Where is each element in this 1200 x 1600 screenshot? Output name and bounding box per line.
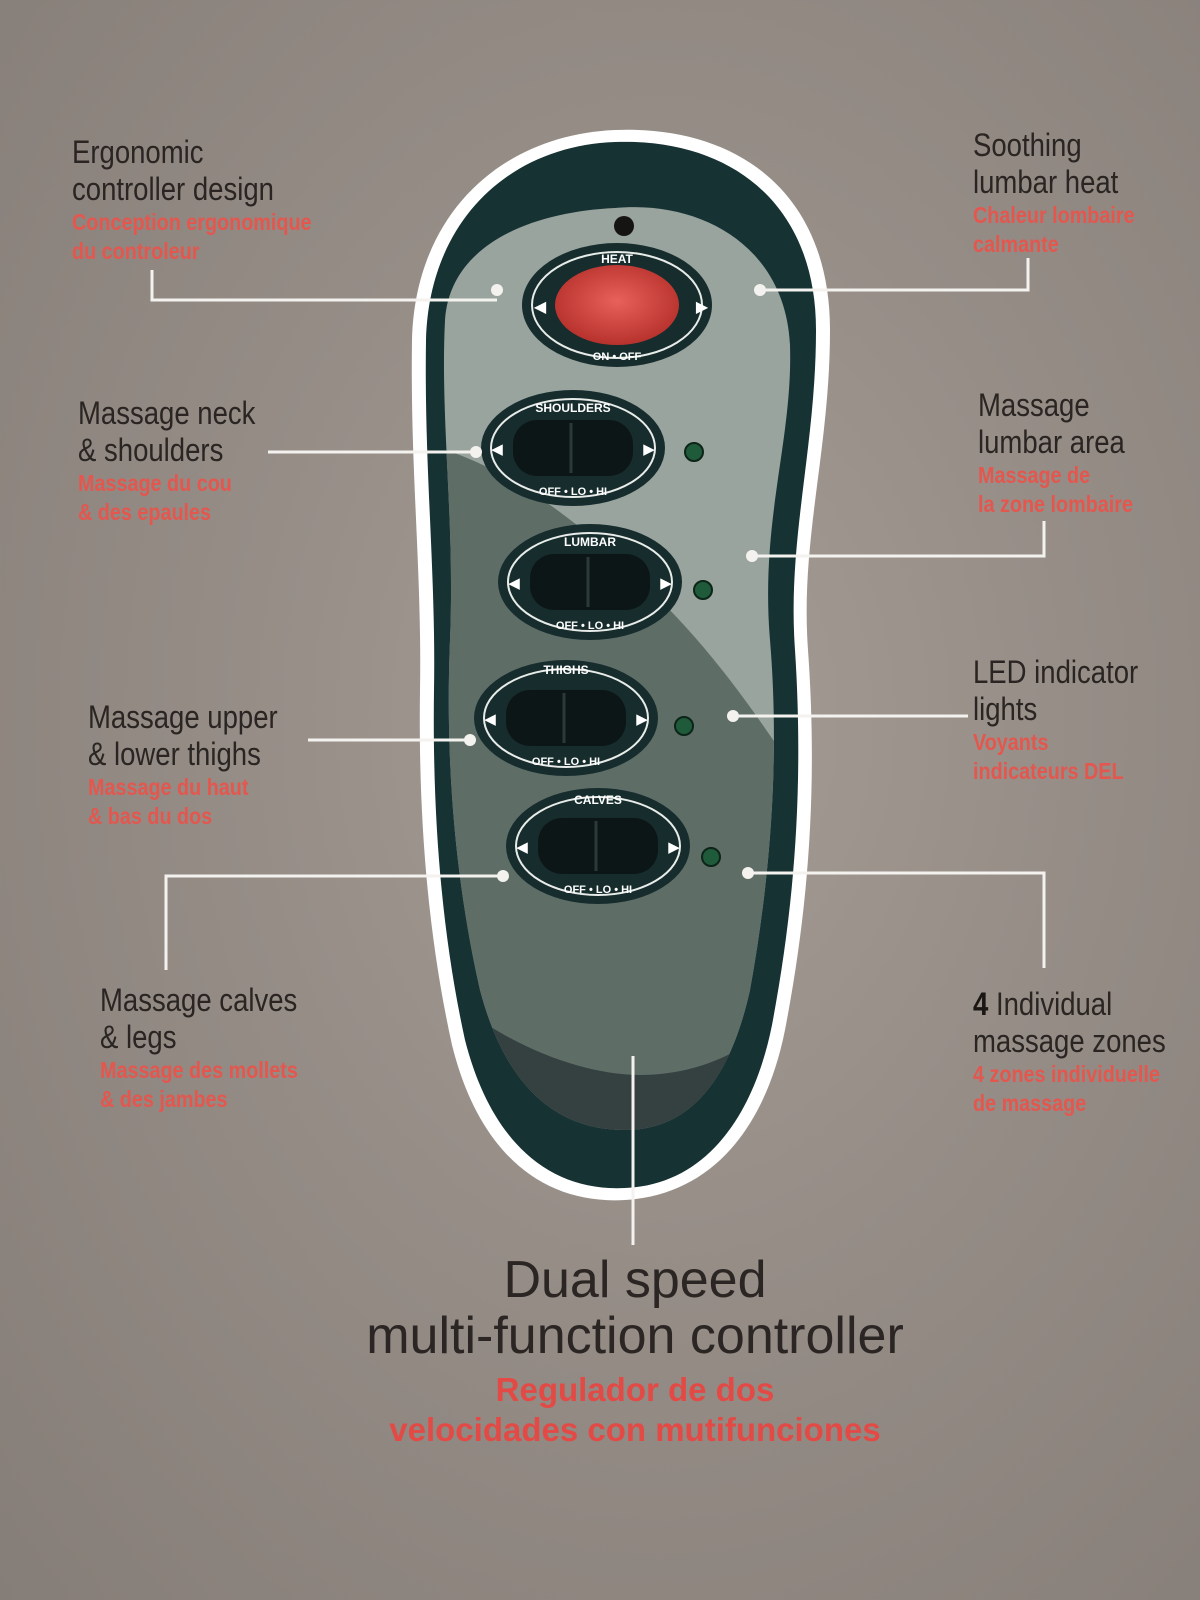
dot-ergonomic: [491, 284, 503, 296]
callout-calves-fr-1: Massage des mollets: [100, 1057, 298, 1083]
callout-heat-en-2: lumbar heat: [973, 164, 1119, 200]
callout-neck-fr-2: & des epaules: [78, 499, 212, 525]
callout-heat-en-1: Soothing: [973, 127, 1082, 163]
callout-neck-en-2: & shoulders: [78, 432, 224, 468]
leader-zones: [748, 871, 1046, 968]
shoulders-rocker-switch[interactable]: [513, 420, 633, 476]
callout-neck-fr-1: Massage du cou: [78, 470, 232, 496]
callout-thighs-fr-2: & bas du dos: [88, 803, 213, 829]
callout-thighs: Massage upper & lower thighs Massage du …: [88, 699, 278, 831]
callout-thighs-en-1: Massage upper: [88, 699, 278, 735]
calves-label: CALVES: [574, 793, 622, 807]
leader-ergonomic: [150, 270, 497, 302]
lumbar-sublabel: OFF • LO • HI: [556, 620, 624, 632]
callout-ergonomic: Ergonomic controller design Conception e…: [72, 134, 312, 266]
callout-led-fr-1: Voyants: [973, 729, 1049, 755]
callout-zones-en-2: massage zones: [973, 1023, 1166, 1059]
callout-led-en-1: LED indicator: [973, 654, 1139, 690]
callout-zones-fr-text: zones individuelle: [984, 1061, 1160, 1087]
dot-heat: [754, 284, 766, 296]
callout-neck-en-1: Massage neck: [78, 395, 256, 431]
thighs-led: [674, 716, 694, 736]
headline-line-1: Dual speed: [503, 1251, 767, 1309]
lumbar-led: [693, 580, 713, 600]
callout-lumbar-fr-1: Massage de: [978, 462, 1091, 488]
callout-calves: Massage calves & legs Massage des mollet…: [100, 982, 298, 1114]
calves-led: [701, 847, 721, 867]
zone-control-calves[interactable]: CALVES OFF • LO • HI ◀ ▶: [506, 788, 690, 904]
callout-zones-fr-2: de massage: [973, 1090, 1087, 1116]
callout-thighs-fr-1: Massage du haut: [88, 774, 249, 800]
callout-lumbar: Massage lumbar area Massage de la zone l…: [978, 387, 1133, 519]
callout-zones-en-1: 4 Individual: [973, 986, 1166, 1023]
dot-calves: [497, 870, 509, 882]
calves-right-arrow-icon: ▶: [668, 839, 680, 856]
heat-label: HEAT: [601, 252, 633, 266]
leader-heat: [760, 258, 1030, 292]
callout-zones-fr-1: 4 zones individuelle: [973, 1060, 1166, 1089]
subheadline-line-2: velocidades con mutifunciones: [389, 1411, 881, 1448]
callout-zones-en-text: Individual: [988, 986, 1113, 1022]
callout-zones: 4 Individual massage zones 4 zones indiv…: [973, 986, 1166, 1118]
zone-control-lumbar[interactable]: LUMBAR OFF • LO • HI ◀ ▶: [498, 524, 682, 640]
thighs-label: THIGHS: [543, 663, 588, 677]
shoulders-led: [684, 442, 704, 462]
callout-heat: Soothing lumbar heat Chaleur lombaire ca…: [973, 127, 1135, 259]
lumbar-left-arrow-icon: ◀: [508, 575, 520, 592]
lumbar-right-arrow-icon: ▶: [660, 575, 672, 592]
leader-lines: [150, 258, 1046, 1245]
power-led: [614, 216, 634, 236]
headline: Dual speed multi-function controller Reg…: [35, 1252, 1200, 1450]
thighs-left-arrow-icon: ◀: [484, 711, 496, 728]
shoulders-sublabel: OFF • LO • HI: [539, 486, 607, 498]
callout-ergonomic-en-1: Ergonomic: [72, 134, 204, 170]
heat-sublabel: ON • OFF: [593, 351, 642, 363]
callout-zones-en-number: 4: [973, 986, 989, 1022]
shoulders-right-arrow-icon: ▶: [643, 441, 655, 458]
subheadline-line-1: Regulador de dos: [495, 1371, 775, 1408]
callout-heat-fr-2: calmante: [973, 231, 1059, 257]
callout-ergonomic-fr-2: du controleur: [72, 238, 200, 264]
callout-lumbar-fr-2: la zone lombaire: [978, 491, 1133, 517]
calves-left-arrow-icon: ◀: [516, 839, 528, 856]
dot-zones: [742, 867, 754, 879]
callout-calves-fr-2: & des jambes: [100, 1086, 228, 1112]
callout-led-fr-2: indicateurs DEL: [973, 758, 1124, 784]
heat-control[interactable]: HEAT ON • OFF ◀ ▶: [522, 243, 712, 367]
dot-neck: [470, 446, 482, 458]
calves-sublabel: OFF • LO • HI: [564, 884, 632, 896]
shoulders-label: SHOULDERS: [535, 401, 610, 415]
zone-control-thighs[interactable]: THIGHS OFF • LO • HI ◀ ▶: [474, 660, 658, 776]
callout-zones-fr-number: 4: [973, 1061, 985, 1087]
callout-lumbar-en-2: lumbar area: [978, 424, 1125, 460]
heat-button[interactable]: [555, 265, 679, 345]
thighs-right-arrow-icon: ▶: [636, 711, 648, 728]
lumbar-rocker-switch[interactable]: [530, 554, 650, 610]
callout-led: LED indicator lights Voyants indicateurs…: [973, 654, 1138, 786]
callout-led-en-2: lights: [973, 691, 1038, 727]
callout-ergonomic-fr-1: Conception ergonomique: [72, 209, 312, 235]
thighs-rocker-switch[interactable]: [506, 690, 626, 746]
dot-thighs: [464, 734, 476, 746]
leader-lumbar: [752, 521, 1046, 558]
callout-neck: Massage neck & shoulders Massage du cou …: [78, 395, 255, 527]
headline-line-2: multi-function controller: [366, 1307, 904, 1365]
lumbar-label: LUMBAR: [564, 535, 616, 549]
calves-rocker-switch[interactable]: [538, 818, 658, 874]
dot-lumbar: [746, 550, 758, 562]
zone-control-shoulders[interactable]: SHOULDERS OFF • LO • HI ◀ ▶: [481, 390, 665, 506]
callout-calves-en-2: & legs: [100, 1019, 177, 1055]
heat-right-arrow-icon: ▶: [696, 299, 709, 316]
callout-ergonomic-en-2: controller design: [72, 171, 274, 207]
dot-led: [727, 710, 739, 722]
shoulders-left-arrow-icon: ◀: [491, 441, 503, 458]
heat-left-arrow-icon: ◀: [534, 299, 547, 316]
thighs-sublabel: OFF • LO • HI: [532, 756, 600, 768]
leader-calves: [164, 874, 503, 970]
callout-thighs-en-2: & lower thighs: [88, 736, 261, 772]
callout-calves-en-1: Massage calves: [100, 982, 298, 1018]
callout-lumbar-en-1: Massage: [978, 387, 1090, 423]
callout-heat-fr-1: Chaleur lombaire: [973, 202, 1135, 228]
